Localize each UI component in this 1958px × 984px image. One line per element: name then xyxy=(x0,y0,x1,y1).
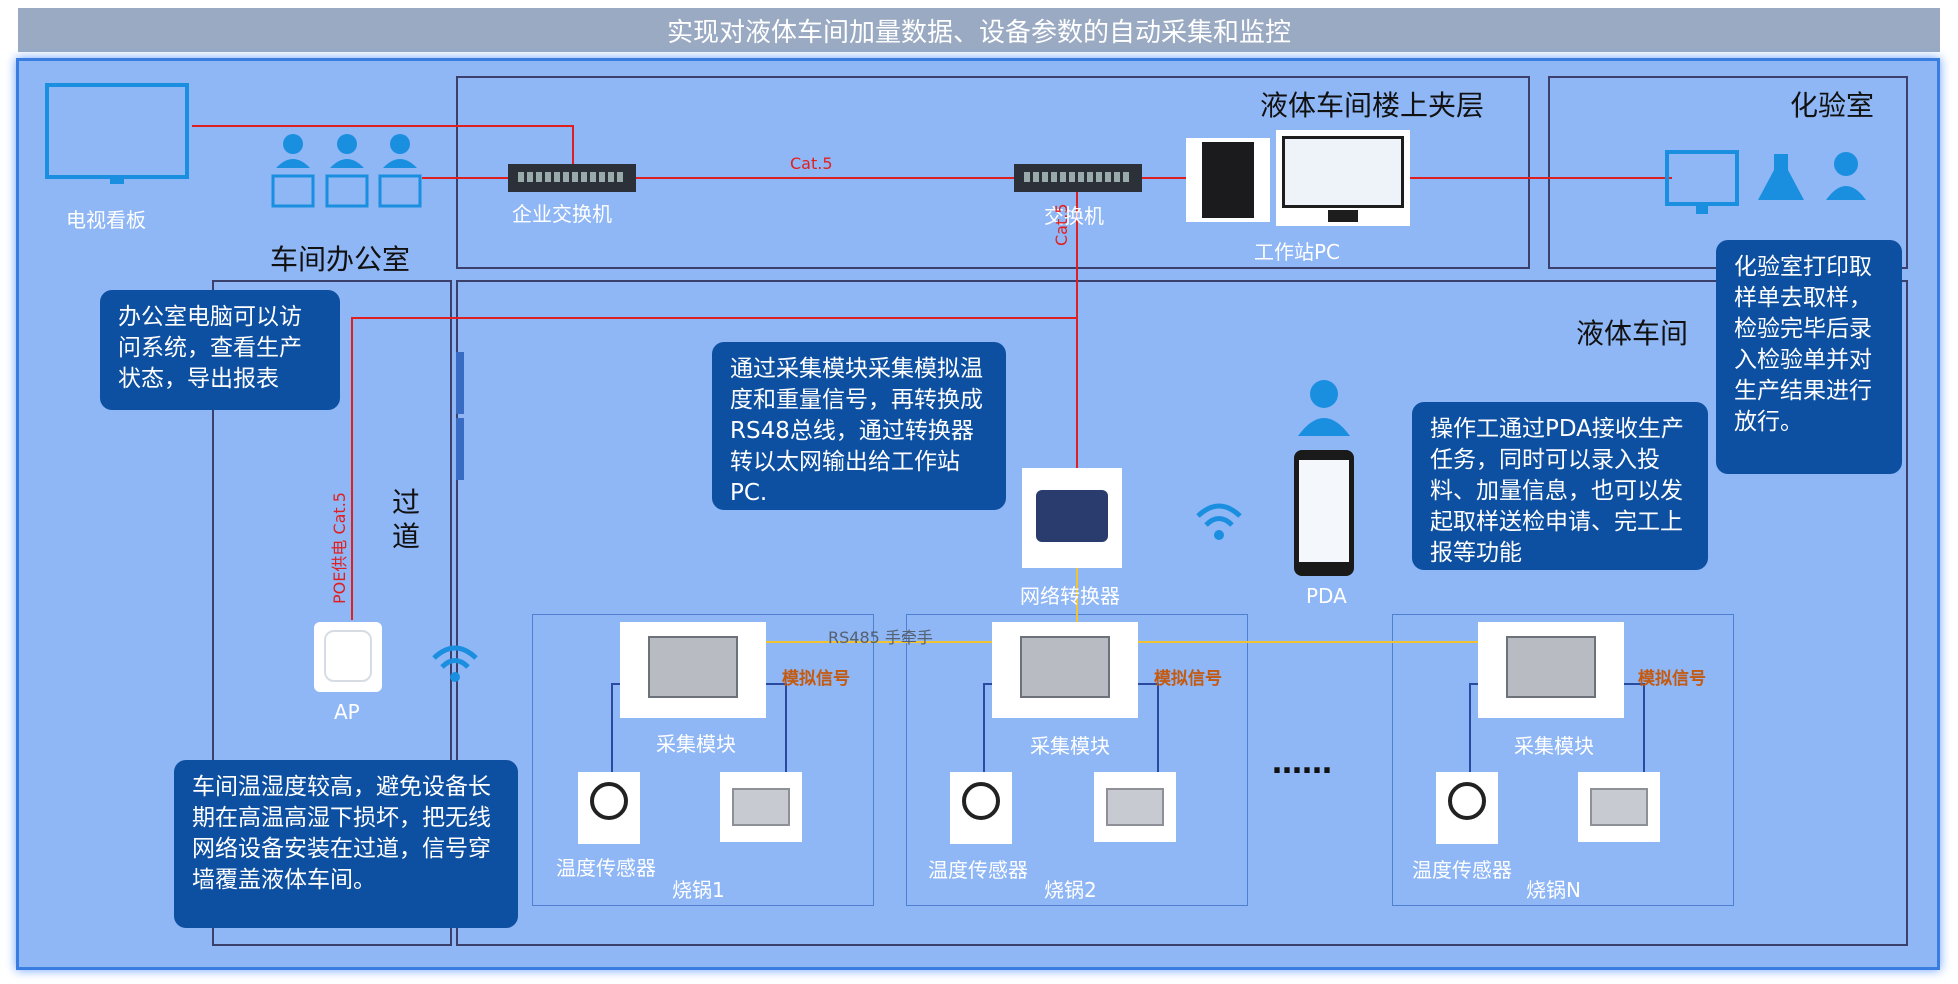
workshop-zone xyxy=(456,280,1908,946)
temp-sensor-label-1: 温度传感器 xyxy=(556,856,656,880)
switch-ports xyxy=(518,172,626,182)
ap-callout-text: 车间温湿度较高，避免设备长期在高温高湿下损坏，把无线网络设备安装在过道，信号穿墙… xyxy=(192,774,491,893)
workstation-label: 工作站PC xyxy=(1254,240,1341,264)
module-label-1: 采集模块 xyxy=(656,732,736,756)
user-icon xyxy=(1826,152,1866,200)
workshop-label: 液体车间 xyxy=(1576,317,1689,350)
module-body xyxy=(1506,636,1596,698)
converter-callout-text: 通过采集模块采集模拟温度和重量信号，再转换成RS48总线，通过转换器转以太网输出… xyxy=(730,356,983,506)
page-title: 实现对液体车间加量数据、设备参数的自动采集和监控 xyxy=(18,8,1940,52)
user-icon xyxy=(1298,380,1350,436)
phone-screen xyxy=(1299,460,1349,562)
converter-label: 网络转换器 xyxy=(1020,584,1120,608)
cable-tv-to-switch xyxy=(192,125,574,176)
computer-icon xyxy=(271,174,422,208)
din-module-icon xyxy=(1036,490,1108,542)
ap-callout: 车间温湿度较高，避免设备长期在高温高湿下损坏，把无线网络设备安装在过道，信号穿墙… xyxy=(174,760,518,928)
pda-callout: 操作工通过PDA接收生产任务，同时可以录入投料、加量信息，也可以发起取样送检申请… xyxy=(1412,402,1708,570)
sensor-probe-icon xyxy=(1436,772,1498,844)
analog-signal-label-3: 模拟信号 xyxy=(1638,669,1706,689)
enterprise-switch-label: 企业交换机 xyxy=(512,202,612,226)
access-point-icon xyxy=(314,622,382,692)
load-cell-body xyxy=(1106,788,1164,826)
corridor-zone xyxy=(212,280,452,946)
din-module-icon xyxy=(620,622,766,718)
corridor-label: 过 道 xyxy=(392,486,421,553)
lab-label: 化验室 xyxy=(1790,89,1875,122)
module-body xyxy=(1020,636,1110,698)
monitor-icon xyxy=(1276,130,1410,226)
tower-case xyxy=(1202,142,1254,218)
load-cell-body xyxy=(1590,788,1648,826)
converter-callout: 通过采集模块采集模拟温度和重量信号，再转换成RS48总线，通过转换器转以太网输出… xyxy=(712,342,1006,510)
monitor-icon xyxy=(1665,150,1866,214)
kettle-n-zone xyxy=(1392,614,1734,906)
tower-pc-icon xyxy=(1186,138,1270,222)
more-kettles-ellipsis: …… xyxy=(1272,746,1332,781)
cable-poe-to-ap xyxy=(351,317,1077,620)
lab-devices xyxy=(1664,148,1874,228)
cat5-vertical-label: Cat.5 xyxy=(1052,203,1071,246)
pda-label: PDA xyxy=(1306,584,1347,608)
monitor-stand xyxy=(1328,210,1358,222)
load-cell-icon xyxy=(1578,772,1660,842)
wifi-icon-glyph xyxy=(432,645,478,682)
cat5-horizontal-label: Cat.5 xyxy=(790,154,833,173)
tv-board xyxy=(44,82,194,196)
module-label-3: 采集模块 xyxy=(1514,734,1594,758)
probe-coil xyxy=(1448,782,1486,820)
ap-label: AP xyxy=(334,700,360,724)
mezzanine-label: 液体车间楼上夹层 xyxy=(1260,89,1485,122)
office-computers xyxy=(270,132,430,226)
analog-signal-label-2: 模拟信号 xyxy=(1154,669,1222,689)
kettle-label-n: 烧锅N xyxy=(1526,878,1581,902)
load-cell-icon xyxy=(1094,772,1176,842)
flask-icon xyxy=(1758,154,1804,200)
rs485-label: RS485 手牵手 xyxy=(828,628,933,647)
wifi-icon-glyph xyxy=(1196,503,1242,540)
din-module-icon xyxy=(1478,622,1624,718)
lab-callout-text: 化验室打印取样单去取样，检验完毕后录入检验单并对生产结果进行放行。 xyxy=(1734,254,1872,435)
monitor-screen xyxy=(1282,136,1404,208)
load-cell-icon xyxy=(720,772,802,842)
lab-callout: 化验室打印取样单去取样，检验完毕后录入检验单并对生产结果进行放行。 xyxy=(1716,240,1902,474)
kettle-1-zone xyxy=(532,614,874,906)
switch-label: 交换机 xyxy=(1044,204,1104,228)
network-converter xyxy=(1022,468,1122,568)
pda-user xyxy=(1294,378,1354,442)
office-callout: 办公室电脑可以访问系统，查看生产状态，导出报表 xyxy=(100,290,340,410)
sensor-probe-icon xyxy=(950,772,1012,844)
user-icon xyxy=(271,134,422,208)
analog-signal-label-1: 模拟信号 xyxy=(782,669,850,689)
poe-cable-label: POE供电 Cat.5 xyxy=(330,492,349,604)
mezzanine-zone xyxy=(456,76,1530,269)
temp-sensor-label-3: 温度传感器 xyxy=(1412,858,1512,882)
switch-icon xyxy=(508,164,636,192)
probe-coil xyxy=(962,782,1000,820)
temp-sensor-label-2: 温度传感器 xyxy=(928,858,1028,882)
phone-icon xyxy=(1294,450,1354,576)
title-text: 实现对液体车间加量数据、设备参数的自动采集和监控 xyxy=(666,17,1291,48)
kettle-label-2: 烧锅2 xyxy=(1044,878,1097,902)
monitor-icon xyxy=(45,83,189,184)
tv-label: 电视看板 xyxy=(66,208,146,232)
probe-coil xyxy=(590,782,628,820)
pda-callout-text: 操作工通过PDA接收生产任务，同时可以录入投料、加量信息，也可以发起取样送检申请… xyxy=(1430,416,1684,566)
office-callout-text: 办公室电脑可以访问系统，查看生产状态，导出报表 xyxy=(118,304,302,392)
kettle-label-1: 烧锅1 xyxy=(672,878,725,902)
switch-ports xyxy=(1024,172,1132,182)
load-cell-body xyxy=(732,788,790,826)
din-module-icon xyxy=(992,622,1138,718)
module-body xyxy=(648,636,738,698)
wifi-icon xyxy=(1194,500,1244,548)
door-mark-upper xyxy=(456,352,464,414)
module-label-2: 采集模块 xyxy=(1030,734,1110,758)
office-label: 车间办公室 xyxy=(270,243,411,276)
ap-body xyxy=(324,630,372,682)
door-mark-lower xyxy=(456,418,464,480)
switch-icon xyxy=(1014,164,1142,192)
wifi-icon xyxy=(430,642,480,690)
sensor-probe-icon xyxy=(578,772,640,844)
